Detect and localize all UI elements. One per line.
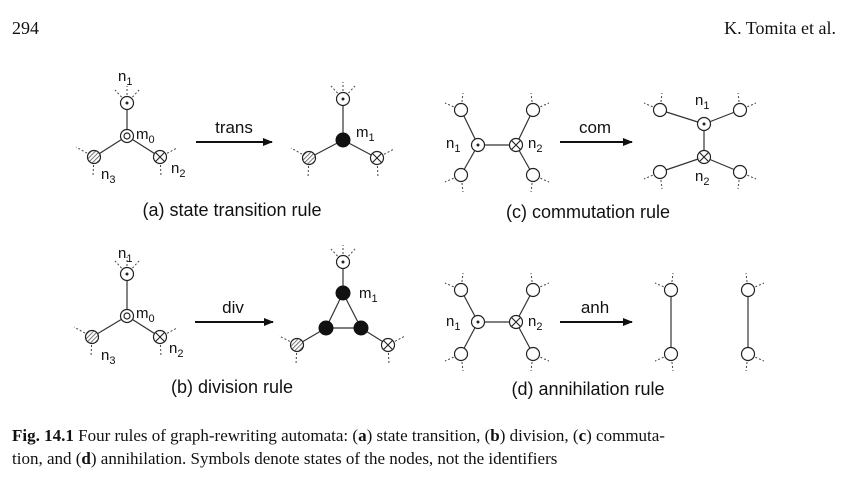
arrow-label-com: com <box>579 118 611 137</box>
node-empty-icon <box>525 102 541 118</box>
label-n1: n1 <box>446 135 460 155</box>
label-n2: n2 <box>171 160 185 180</box>
label-n2: n2 <box>528 135 542 155</box>
node-n2-cross-icon <box>696 149 712 165</box>
figure-graph-rewriting-rules: n1 m0 n3 n2 trans <box>73 68 765 399</box>
panel-b: n1 m0 n3 n2 div <box>73 245 406 397</box>
label-n3: n3 <box>101 347 115 367</box>
node-m1-filled-icon <box>335 132 351 148</box>
arrow-label-div: div <box>222 298 244 317</box>
node-filled-icon <box>318 320 334 336</box>
label-n1: n1 <box>695 92 709 112</box>
node-empty-icon <box>732 102 748 118</box>
label-n2: n2 <box>695 168 709 188</box>
label-n1: n1 <box>118 68 132 88</box>
node-empty-icon <box>525 346 541 362</box>
caption-ref-b: b <box>490 426 500 445</box>
caption-text: ) commuta- <box>586 426 665 445</box>
panel-label-c: (c) commutation rule <box>506 202 670 222</box>
label-m0: m0 <box>136 126 155 146</box>
node-m1-filled-icon <box>335 285 351 301</box>
label-n3: n3 <box>101 166 115 186</box>
running-head: K. Tomita et al. <box>724 18 836 38</box>
node-empty-icon <box>732 164 748 180</box>
node-n2-cross-icon <box>152 329 168 345</box>
node-dot-icon <box>335 254 351 270</box>
caption-ref-c: c <box>578 426 587 445</box>
panel-label-a: (a) state transition rule <box>142 200 321 220</box>
label-n2: n2 <box>528 313 542 333</box>
label-n2: n2 <box>169 340 183 360</box>
panel-a: n1 m0 n3 n2 trans <box>75 68 395 220</box>
node-n1-dot-icon <box>119 95 135 111</box>
node-n1-dot-icon <box>119 266 135 282</box>
node-empty-icon <box>453 346 469 362</box>
caption-text: tion, and ( <box>12 449 82 468</box>
node-empty-icon <box>453 282 469 298</box>
node-empty-icon <box>740 282 756 298</box>
node-cross-icon <box>369 150 385 166</box>
node-n2-cross-icon <box>508 137 524 153</box>
caption-ref-a: a <box>358 426 367 445</box>
caption-fig-label: Fig. 14.1 <box>12 426 74 445</box>
label-n1: n1 <box>118 245 132 265</box>
label-m1: m1 <box>356 124 375 144</box>
node-cross-icon <box>380 337 396 353</box>
node-n3-hatched-icon <box>84 329 100 345</box>
caption-text: Four rules of graph-rewriting automata: … <box>73 426 359 445</box>
node-n2-cross-icon <box>508 314 524 330</box>
node-m0-double-circle-icon <box>119 128 135 144</box>
node-dot-icon <box>335 91 351 107</box>
page-number: 294 <box>12 18 39 38</box>
node-hatched-icon <box>301 150 317 166</box>
node-n1-dot-icon <box>470 137 486 153</box>
node-empty-icon <box>525 167 541 183</box>
node-empty-icon <box>652 102 668 118</box>
panel-label-d: (d) annihilation rule <box>511 379 664 399</box>
arrow-label-trans: trans <box>215 118 253 137</box>
panel-label-b: (b) division rule <box>171 377 293 397</box>
caption-text: ) state transition, ( <box>366 426 491 445</box>
node-empty-icon <box>525 282 541 298</box>
label-m1: m1 <box>359 285 378 305</box>
node-hatched-icon <box>289 337 305 353</box>
node-empty-icon <box>663 346 679 362</box>
figure-caption: Fig. 14.1 Four rules of graph-rewriting … <box>12 424 832 470</box>
node-n1-dot-icon <box>696 116 712 132</box>
node-empty-icon <box>740 346 756 362</box>
node-empty-icon <box>453 102 469 118</box>
label-m0: m0 <box>136 305 155 325</box>
caption-text: ) division, ( <box>499 426 579 445</box>
node-n2-cross-icon <box>152 149 168 165</box>
node-n1-dot-icon <box>470 314 486 330</box>
node-n3-hatched-icon <box>86 149 102 165</box>
node-m0-double-circle-icon <box>119 308 135 324</box>
arrow-label-anh: anh <box>581 298 609 317</box>
node-empty-icon <box>453 167 469 183</box>
node-empty-icon <box>663 282 679 298</box>
caption-ref-d: d <box>81 449 91 468</box>
node-empty-icon <box>652 164 668 180</box>
caption-text: ) annihilation. Symbols denote states of… <box>90 449 558 468</box>
panel-d: n1 n2 anh (d) annihilation rule <box>444 272 765 399</box>
panel-c: n1 n2 com n1 n <box>444 92 757 222</box>
label-n1: n1 <box>446 313 460 333</box>
node-filled-icon <box>353 320 369 336</box>
